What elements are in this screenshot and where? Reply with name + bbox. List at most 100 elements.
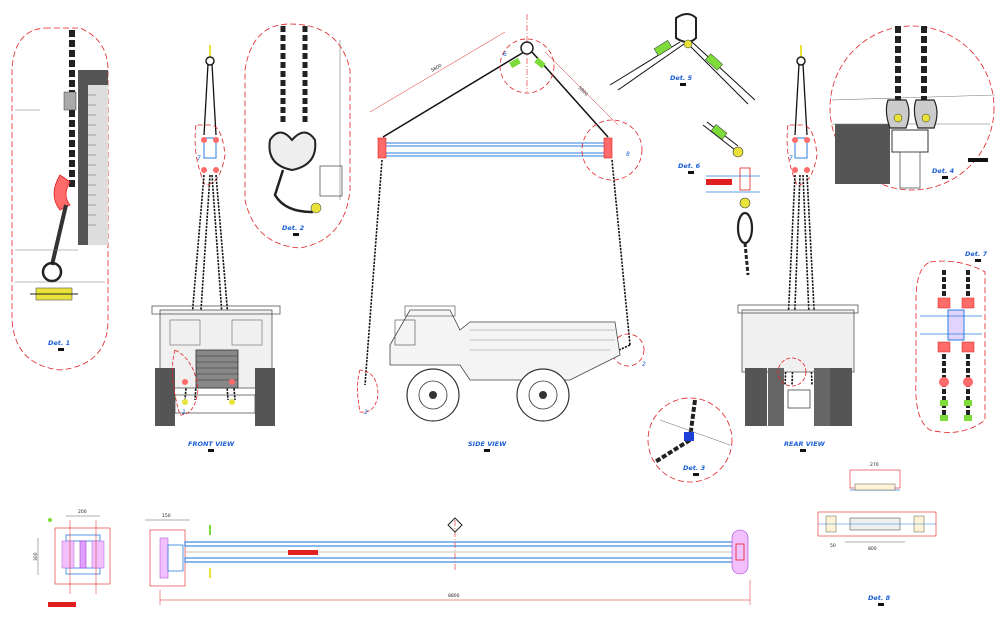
detail-5: Det. 5: [609, 13, 756, 105]
detail-6-scale-mark: [688, 171, 694, 174]
detail-3-label: Det. 3: [683, 464, 706, 472]
detail-7-label: Det. 7: [965, 250, 988, 258]
detail-2: Det. 2: [244, 23, 351, 249]
rear-view: 7 REAR VIEW: [737, 45, 859, 452]
detail-1-eye: [41, 261, 63, 283]
front-master-link: [205, 56, 215, 66]
side-view: 5800 5800 6 8 2 2 SIDE: [357, 14, 646, 452]
side-truck-canopy: [404, 305, 456, 317]
detail-4-hatch: [835, 124, 890, 184]
section-a-height: 300: [33, 552, 39, 561]
side-view-label: SIDE VIEW: [468, 440, 507, 448]
side-callout-8: 8: [626, 151, 630, 158]
rear-truck-body: [741, 309, 855, 373]
side-detail-5-ring: [499, 38, 555, 94]
rear-master-link: [796, 56, 806, 66]
detail-8-width: 270: [870, 462, 879, 468]
detail-3-block: [684, 432, 694, 441]
detail-1-label: Det. 1: [48, 339, 70, 347]
side-callout-2-right: 2: [642, 361, 646, 368]
rear-view-scale-mark: [800, 449, 806, 452]
beam-red-mark: [288, 550, 318, 555]
detail-6-chain: [743, 242, 750, 276]
detail-2-scale-mark: [293, 233, 299, 236]
detail-3: Det. 3: [647, 397, 733, 483]
side-dim-left-value: 5800: [430, 63, 443, 74]
detail-7-spreader-link: [947, 309, 965, 341]
beam-length: 8800: [448, 593, 460, 599]
beam-lift-point-icon: [447, 517, 463, 533]
detail-6-label: Det. 6: [678, 162, 701, 170]
side-spreader-bottom: [382, 152, 610, 157]
section-a-width: 200: [78, 509, 87, 515]
detail-4-label: Det. 4: [932, 167, 955, 175]
section-a-frame: [54, 527, 111, 585]
front-view: 7 1 FRONT VIEW: [151, 45, 281, 452]
front-tire-right: [255, 368, 275, 426]
side-dim-left: [369, 31, 506, 113]
detail-2-outline: [244, 23, 351, 249]
detail-2-lug: [319, 165, 343, 197]
detail-6-red-bar: [706, 179, 732, 185]
detail-1-shortener: [63, 91, 77, 111]
rear-callout-7: 7: [789, 155, 793, 162]
detail-7-scale-mark: [975, 259, 981, 262]
side-cab-window: [394, 319, 416, 346]
detail-8-scale-mark: [878, 603, 884, 606]
detail-8-label: Det. 8: [868, 594, 891, 602]
rear-axle-housing: [787, 389, 811, 409]
detail-3-scale-mark: [693, 473, 699, 476]
detail-1-hook: [53, 174, 71, 211]
front-tire-left: [155, 368, 175, 426]
detail-1-scale-mark: [58, 348, 64, 351]
detail-7: Det. 7: [915, 250, 988, 433]
front-detail-7-ring: [194, 124, 226, 186]
section-a: 300 200: [33, 509, 111, 607]
detail-4-scale-mark: [942, 176, 948, 179]
detail-1-link: [50, 204, 68, 266]
rear-detail-3-ring: [777, 357, 807, 387]
spreader-beam-elevation: 150 8800: [145, 513, 751, 605]
side-dim-right-value: 5800: [577, 85, 589, 97]
beam-end-plate: [731, 529, 749, 575]
front-truck-canopy: [151, 305, 281, 315]
side-master-link: [520, 41, 534, 55]
front-view-label: FRONT VIEW: [188, 440, 235, 448]
rear-tire-left: [745, 368, 767, 426]
rear-tire-right: [830, 368, 852, 426]
side-callout-6: 6: [503, 51, 507, 58]
detail-4-outline: [829, 25, 995, 191]
side-callout-2: 2: [364, 409, 368, 416]
rear-view-label: REAR VIEW: [784, 440, 826, 448]
side-sling-right: [531, 51, 609, 138]
detail-1-outline: [11, 27, 109, 371]
side-dim-right: [544, 51, 619, 126]
beam-top-flange: [184, 541, 741, 547]
beam-bottom-flange: [184, 557, 741, 563]
detail-7-outline: [915, 260, 986, 433]
detail-5-master-link: [675, 13, 697, 43]
side-truck-body: [389, 309, 621, 381]
detail-6: Det. 6: [678, 121, 760, 276]
detail-8-depth: 50: [830, 543, 836, 549]
section-b-width: 150: [162, 513, 171, 519]
detail-2-pin: [310, 202, 322, 214]
section-a-red-bar: [48, 602, 76, 607]
side-detail-8-ring: [581, 119, 643, 181]
front-view-scale-mark: [208, 449, 214, 452]
detail-4: Det. 4: [829, 25, 996, 191]
side-spreader-top: [382, 142, 610, 147]
detail-8-base: 800: [868, 546, 877, 552]
detail-2-master-link: [268, 131, 317, 172]
detail-3-outline: [647, 397, 733, 483]
front-callout-7: 7: [197, 155, 201, 162]
front-bumper: [174, 394, 256, 414]
detail-2-label: Det. 2: [282, 224, 305, 232]
detail-5-scale-mark: [680, 83, 686, 86]
side-detail-2-ring: [357, 369, 379, 413]
detail-1: Det. 1: [11, 27, 109, 371]
detail-8: 270 800 50 Det. 8: [817, 462, 937, 606]
side-sling-left: [382, 51, 525, 138]
front-spreader-link: [203, 137, 217, 159]
